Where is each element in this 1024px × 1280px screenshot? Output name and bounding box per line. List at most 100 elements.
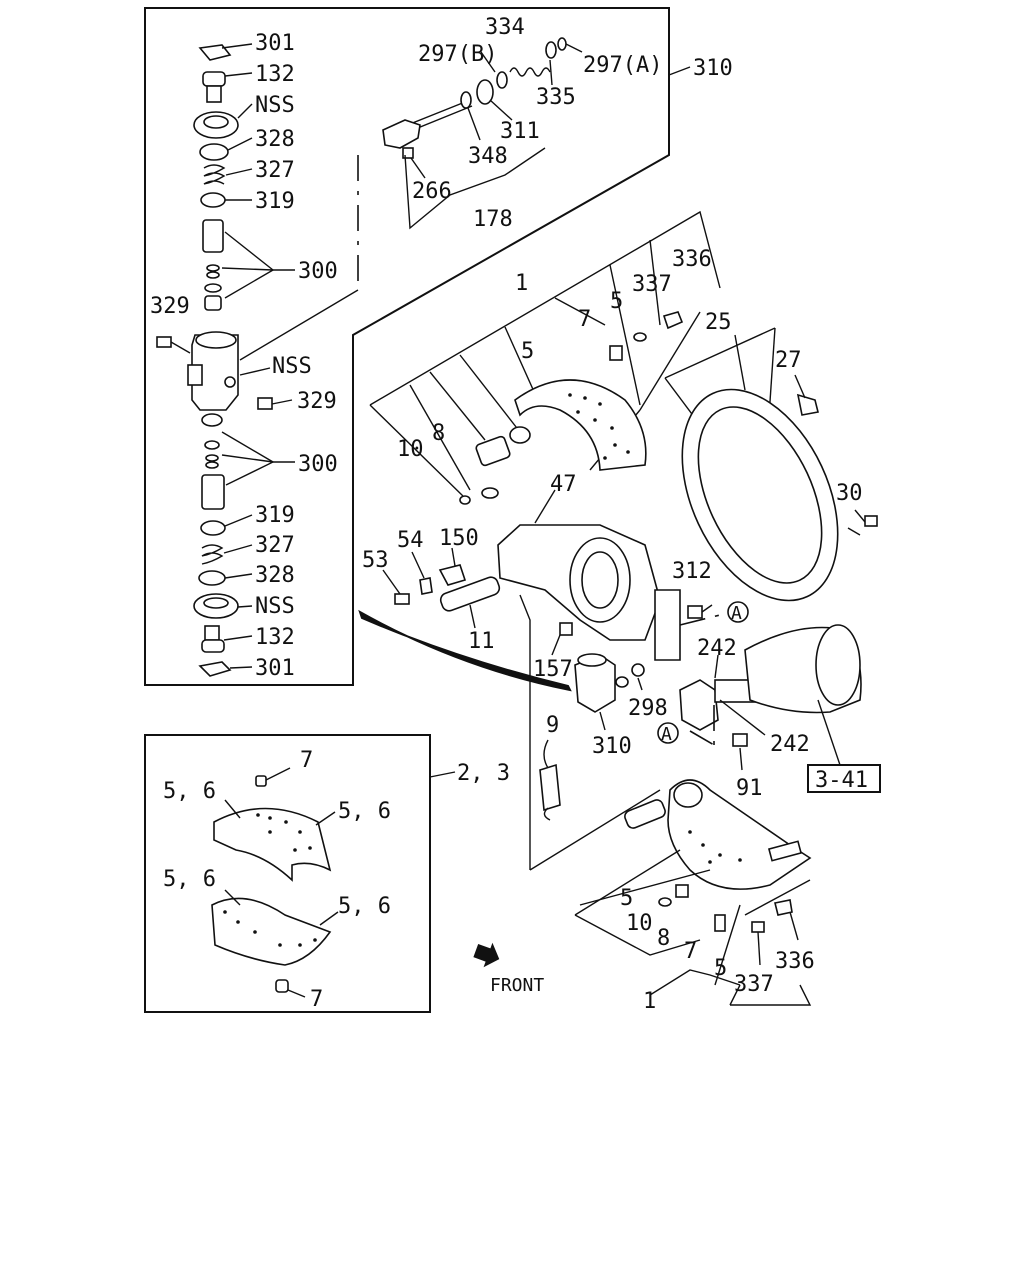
label-1-top: 1 — [515, 271, 528, 296]
label-5-lower-right: 5 — [714, 956, 727, 981]
label-319-top: 319 — [255, 189, 295, 214]
label-132-top: 132 — [255, 62, 295, 87]
label-348: 348 — [468, 144, 508, 169]
circle-a-marker-lower — [657, 722, 679, 744]
label-27: 27 — [775, 348, 802, 373]
label-5-upper-left: 5 — [521, 339, 534, 364]
bolt-157 — [559, 622, 573, 636]
label-2-3: 2, 3 — [457, 761, 510, 786]
label-5-lower-left: 5 — [620, 886, 633, 911]
label-297b: 297(B) — [418, 42, 497, 67]
shoe-set-inset-frame — [144, 734, 431, 1013]
label-nss-top: NSS — [255, 93, 295, 118]
spring-9 — [539, 763, 561, 812]
label-266: 266 — [412, 179, 452, 204]
label-335: 335 — [536, 85, 576, 110]
label-150: 150 — [439, 526, 479, 551]
lock-150 — [438, 564, 467, 586]
label-47: 47 — [550, 472, 577, 497]
label-301-bottom: 301 — [255, 656, 295, 681]
part-labels: 301 132 NSS 328 327 319 300 329 NSS 329 … — [150, 15, 868, 1014]
label-8-upper: 8 — [432, 421, 445, 446]
label-30: 30 — [836, 481, 863, 506]
assembly-pointer-arrow — [358, 609, 572, 692]
label-1-lower: 1 — [643, 989, 656, 1014]
label-319-bottom: 319 — [255, 503, 295, 528]
label-329-left: 329 — [150, 294, 190, 319]
dust-shield-25 — [664, 327, 878, 602]
pin-7-upper — [609, 345, 623, 361]
label-10-upper: 10 — [397, 437, 424, 462]
label-328-top: 328 — [255, 127, 295, 152]
label-336-lower: 336 — [775, 949, 815, 974]
label-312: 312 — [672, 559, 712, 584]
label-53: 53 — [362, 548, 389, 573]
label-5-upper-right: 5 — [610, 289, 623, 314]
label-297a: 297(A) — [583, 53, 662, 78]
washer-348 — [460, 91, 472, 109]
label-298: 298 — [628, 696, 668, 721]
label-327-top: 327 — [255, 158, 295, 183]
piston-300-top — [202, 219, 224, 253]
lower-shoe-assembly — [574, 779, 812, 1006]
label-5-6-a: 5, 6 — [163, 779, 216, 804]
wheel-311 — [476, 79, 494, 105]
label-nss-bottom: NSS — [255, 594, 295, 619]
label-7-inset-bottom: 7 — [310, 987, 323, 1012]
label-337-lower: 337 — [734, 972, 774, 997]
bushing-8-upper — [475, 435, 511, 467]
label-300-top: 300 — [298, 259, 338, 284]
pin-11 — [439, 576, 501, 612]
label-301-top: 301 — [255, 31, 295, 56]
label-5-6-c: 5, 6 — [163, 867, 216, 892]
label-8-lower: 8 — [657, 926, 670, 951]
label-311: 311 — [500, 119, 540, 144]
label-ref-3-41: 3-41 — [815, 768, 868, 793]
label-10-lower: 10 — [626, 911, 653, 936]
plate-54 — [419, 577, 433, 595]
label-337-top: 337 — [632, 272, 672, 297]
bleeder-132-top — [202, 71, 226, 87]
piston-300-bottom — [201, 474, 225, 510]
label-310-top: 310 — [693, 56, 733, 81]
label-91: 91 — [736, 776, 763, 801]
circle-a-marker-upper — [727, 601, 749, 623]
clip-301-top — [198, 44, 232, 61]
label-5-6-b: 5, 6 — [338, 799, 391, 824]
bolt-329-left — [156, 336, 172, 348]
label-7-inset-top: 7 — [300, 748, 313, 773]
front-arrow-icon — [473, 942, 500, 968]
label-178: 178 — [473, 207, 513, 232]
brake-chamber-242 — [679, 624, 862, 766]
label-nss-body: NSS — [272, 354, 312, 379]
bolt-91 — [732, 733, 748, 747]
wheel-cylinder-parts-column — [156, 43, 295, 677]
label-310-lower: 310 — [592, 734, 632, 759]
label-300-bottom: 300 — [298, 452, 338, 477]
label-132-bottom: 132 — [255, 625, 295, 650]
label-9: 9 — [546, 713, 559, 738]
adjuster-parts — [382, 37, 691, 230]
bolt-329-right — [257, 397, 273, 410]
label-334: 334 — [485, 15, 525, 40]
label-circle-a-upper: A — [731, 603, 742, 624]
bolt-53 — [394, 593, 410, 605]
label-336-top: 336 — [672, 247, 712, 272]
label-5-6-d: 5, 6 — [338, 894, 391, 919]
adjuster-screw-178 — [382, 119, 421, 149]
wheel-cylinder-body — [191, 334, 239, 411]
label-11: 11 — [468, 629, 495, 654]
shoe-set-parts — [211, 767, 456, 998]
label-7-upper: 7 — [578, 307, 591, 332]
label-157: 157 — [533, 657, 573, 682]
wheel-cylinder-inset-frame — [144, 7, 670, 686]
label-circle-a-lower: A — [661, 724, 672, 745]
label-328-bottom: 328 — [255, 563, 295, 588]
label-7-lower: 7 — [684, 939, 697, 964]
label-242-lower: 242 — [770, 732, 810, 757]
cup-328-top — [199, 143, 229, 161]
upper-brake-shoe — [514, 379, 647, 471]
anchor-bracket-47 — [497, 489, 681, 871]
front-label: FRONT — [490, 975, 544, 996]
